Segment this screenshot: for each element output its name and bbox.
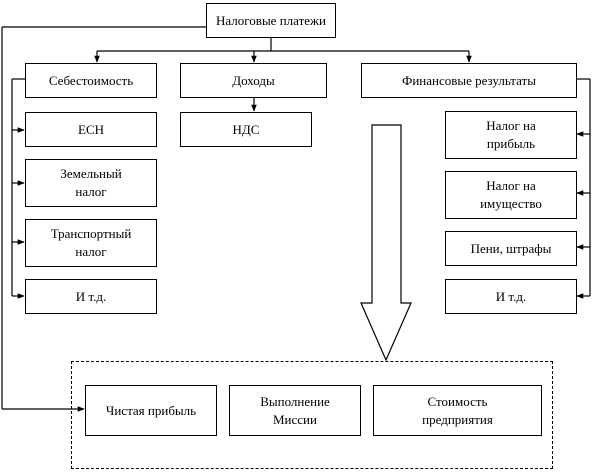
node-transport-tax: Транспортный налог: [25, 219, 157, 267]
node-land-tax: Земельный налог: [25, 159, 157, 207]
node-income: Доходы: [180, 63, 327, 98]
node-fin-etc: И т.д.: [445, 279, 577, 314]
node-penalties: Пени, штрафы: [445, 231, 577, 266]
node-taxes: Налоговые платежи: [206, 3, 336, 38]
node-net-profit: Чистая прибыль: [85, 385, 217, 436]
large-down-arrow: [360, 124, 412, 362]
node-financial-results: Финансовые результаты: [361, 63, 577, 98]
node-mission: Выполнение Миссии: [229, 385, 361, 436]
node-vat: НДС: [180, 112, 312, 147]
node-esn: ЕСН: [25, 112, 157, 147]
node-cost-etc: И т.д.: [25, 279, 157, 314]
node-cost: Себестоимость: [25, 63, 157, 98]
node-enterprise-value: Стоимость предприятия: [373, 385, 542, 436]
node-property-tax: Налог на имущество: [445, 171, 577, 219]
outcomes-group: [71, 361, 553, 469]
node-profit-tax: Налог на прибыль: [445, 111, 577, 159]
